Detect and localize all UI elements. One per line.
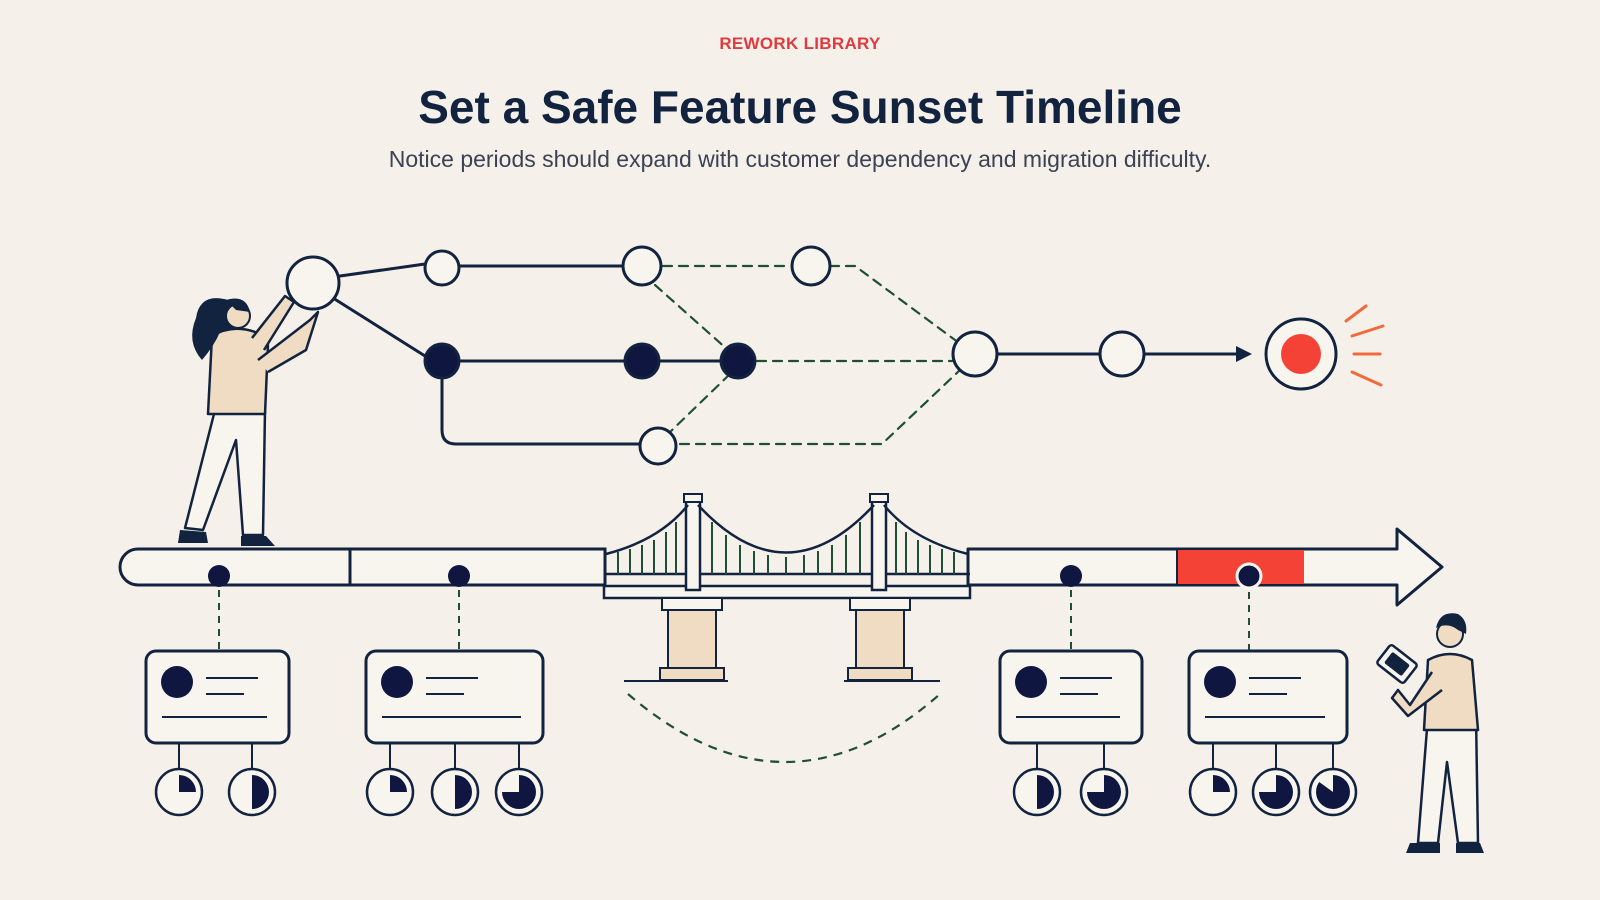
path-network <box>285 245 1385 466</box>
pie-gauge-icon <box>365 767 415 817</box>
milestone-marker <box>1235 562 1263 590</box>
eyebrow-label: REWORK LIBRARY <box>719 34 881 53</box>
dashed-paths <box>653 264 962 446</box>
notice-cards <box>144 649 1358 817</box>
card-icon <box>364 649 545 745</box>
solid-paths <box>331 262 1242 446</box>
path-node <box>790 245 832 287</box>
card-icon <box>1187 649 1349 745</box>
page-subtitle: Notice periods should expand with custom… <box>388 146 1212 172</box>
card-icon <box>998 649 1144 745</box>
person-right-illustration <box>1376 613 1484 853</box>
start-node <box>285 255 341 311</box>
milestone-marker <box>208 565 230 587</box>
pie-gauge-icon <box>1251 767 1301 817</box>
tablet-icon <box>1376 644 1418 684</box>
card-icon <box>144 649 291 745</box>
path-node-filled <box>423 342 461 380</box>
arrow-head-icon <box>1236 346 1252 362</box>
bridge-icon <box>602 493 972 764</box>
pie-gauge-icon <box>1188 767 1238 817</box>
page-title: Set a Safe Feature Sunset Timeline <box>418 81 1182 133</box>
milestone-marker <box>1060 565 1082 587</box>
path-nodes <box>285 245 1146 466</box>
merge-node <box>951 330 999 378</box>
pie-gauge-icon <box>154 767 204 817</box>
path-node <box>638 426 678 466</box>
pie-gauge-icon <box>1079 767 1129 817</box>
timeline-track <box>118 527 1444 650</box>
pie-gauge-icon <box>430 767 480 817</box>
pie-gauge-icon <box>227 767 277 817</box>
pie-gauge-icon <box>1012 767 1062 817</box>
path-node <box>423 249 461 287</box>
milestone-marker <box>448 565 470 587</box>
pie-gauge-icon <box>494 767 544 817</box>
path-node <box>621 245 663 287</box>
path-node <box>1098 330 1146 378</box>
path-node-filled <box>719 342 757 380</box>
pie-gauge-icon <box>1308 767 1358 817</box>
path-node-filled <box>623 342 661 380</box>
person-left-illustration <box>178 294 320 546</box>
target-icon <box>1264 304 1385 391</box>
